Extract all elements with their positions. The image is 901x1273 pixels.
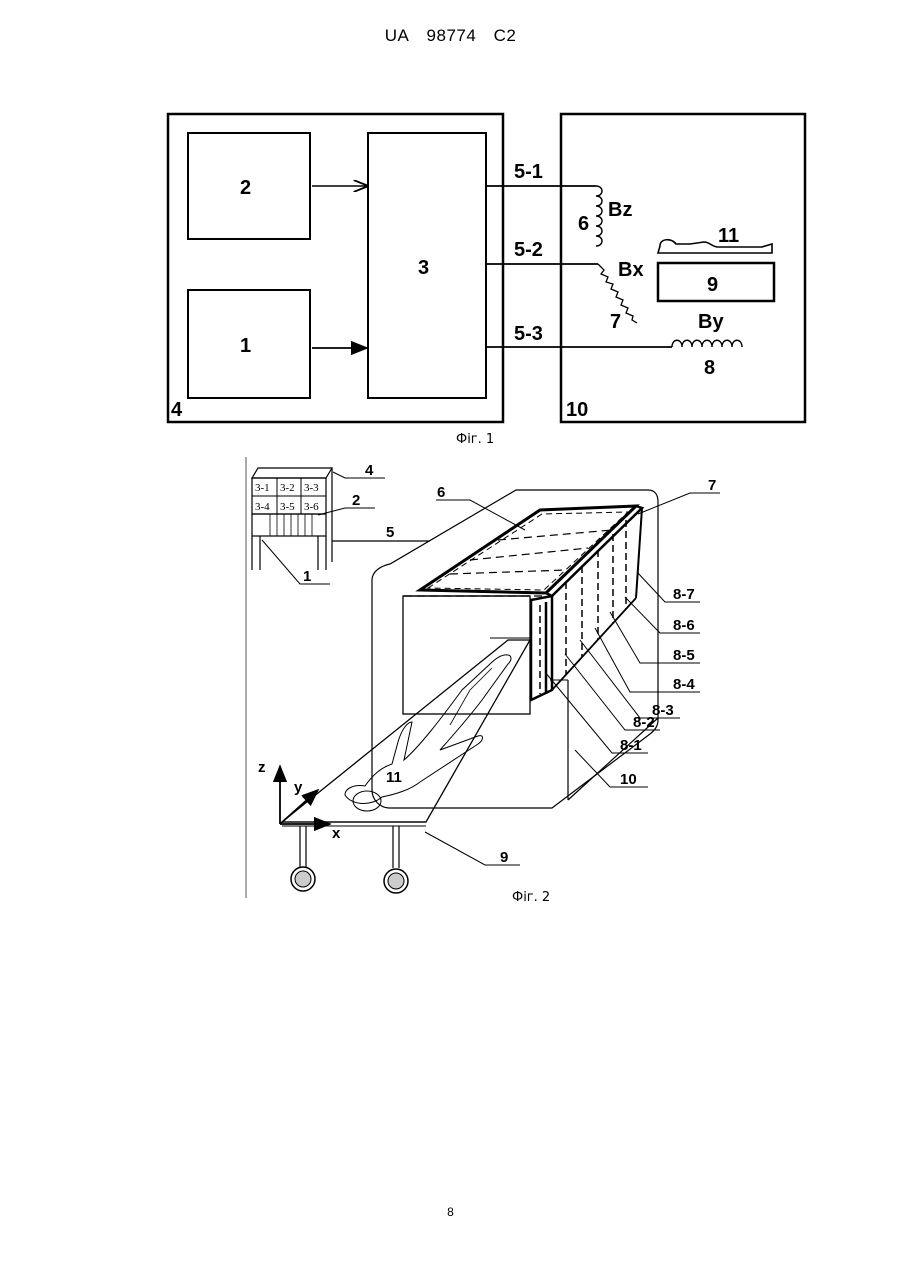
label-fig2-10: 10 bbox=[620, 771, 637, 788]
label-fig2-8-2: 8-2 bbox=[633, 714, 655, 731]
cell-3-1: 3-1 bbox=[255, 482, 270, 494]
label-fig2-11: 11 bbox=[386, 769, 402, 786]
coils-8 bbox=[531, 508, 642, 700]
label-line-5-1: 5-1 bbox=[514, 161, 543, 183]
label-table-9: 9 bbox=[707, 274, 718, 296]
coil-6 bbox=[596, 186, 602, 246]
cell-3-5: 3-5 bbox=[280, 501, 295, 513]
coil-8-1 bbox=[531, 596, 552, 700]
cell-3-4: 3-4 bbox=[255, 501, 270, 513]
label-block-2: 2 bbox=[240, 177, 251, 199]
coil-7-side bbox=[546, 506, 642, 596]
label-frame-4: 4 bbox=[171, 399, 183, 421]
coil-6-top bbox=[420, 506, 636, 593]
label-fig2-8-4: 8-4 bbox=[673, 676, 695, 693]
fig2-caption: Фіг. 2 bbox=[512, 890, 550, 905]
frame-10 bbox=[561, 114, 805, 422]
label-patient-11: 11 bbox=[718, 225, 739, 247]
cell-3-2: 3-2 bbox=[280, 482, 295, 494]
label-fig2-7: 7 bbox=[708, 477, 716, 494]
scanner-housing-10 bbox=[372, 490, 658, 808]
cell-3-6: 3-6 bbox=[304, 501, 319, 513]
label-fig2-8-1: 8-1 bbox=[620, 737, 642, 754]
label-axis-x: x bbox=[332, 825, 341, 842]
label-axis-z: z bbox=[258, 759, 266, 776]
label-frame-10: 10 bbox=[566, 399, 588, 421]
label-axis-y: y bbox=[294, 779, 303, 796]
label-by: By bbox=[698, 311, 724, 333]
frame-4 bbox=[168, 114, 503, 422]
label-coil-6: 6 bbox=[578, 213, 589, 235]
label-fig2-8-6: 8-6 bbox=[673, 617, 695, 634]
label-fig2-6: 6 bbox=[437, 484, 445, 501]
label-coil-7: 7 bbox=[610, 311, 621, 333]
patient-11 bbox=[658, 240, 772, 253]
patient-11-fig2 bbox=[345, 655, 511, 804]
label-bz: Bz bbox=[608, 199, 632, 221]
label-bx: Bx bbox=[618, 259, 644, 281]
label-fig2-8-5: 8-5 bbox=[673, 647, 695, 664]
label-fig2-5: 5 bbox=[386, 524, 394, 541]
label-block-3: 3 bbox=[418, 257, 429, 279]
fig1-caption: Фіг. 1 bbox=[456, 432, 494, 447]
label-fig2-4: 4 bbox=[365, 462, 374, 479]
label-line-5-2: 5-2 bbox=[514, 239, 543, 261]
figure-1: 2 1 3 4 10 5-1 5-2 5-3 6 Bz Bx 7 By 8 9 … bbox=[168, 114, 805, 422]
label-fig2-1: 1 bbox=[303, 568, 311, 585]
label-coil-8: 8 bbox=[704, 357, 715, 379]
label-block-1: 1 bbox=[240, 335, 251, 357]
cell-3-3: 3-3 bbox=[304, 482, 319, 494]
label-fig2-2: 2 bbox=[352, 492, 360, 509]
label-line-5-3: 5-3 bbox=[514, 323, 543, 345]
label-fig2-9: 9 bbox=[500, 849, 508, 866]
figure-2: 3-1 3-2 3-3 3-4 3-5 3-6 bbox=[246, 457, 720, 898]
coil-8 bbox=[672, 340, 742, 347]
table-9-fig2 bbox=[282, 640, 530, 822]
label-fig2-8-7: 8-7 bbox=[673, 586, 695, 603]
label-fig2-8-3: 8-3 bbox=[652, 702, 674, 719]
page-number: 8 bbox=[0, 1205, 901, 1219]
